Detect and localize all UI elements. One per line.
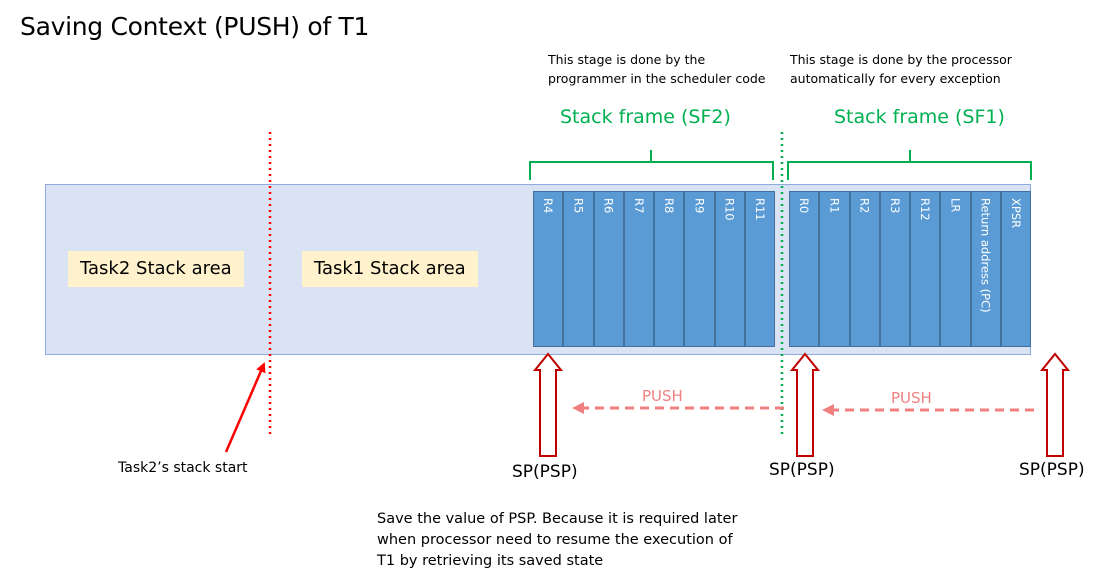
register-cell: R10 <box>714 191 745 347</box>
register-cell: R8 <box>654 191 685 347</box>
register-label: R2 <box>857 198 872 214</box>
register-cell: R5 <box>563 191 594 347</box>
register-label: R1 <box>827 198 842 214</box>
register-label: R11 <box>752 198 767 221</box>
psp-save-note-line: T1 by retrieving its saved state <box>377 553 604 569</box>
sp-arrow-icon <box>532 352 564 457</box>
psp-save-note-line: when processor need to resume the execut… <box>377 532 733 548</box>
psp-save-note: Save the value of PSP. Because it is req… <box>377 509 737 572</box>
sp-psp-label: SP(PSP) <box>769 460 835 480</box>
register-label: R12 <box>918 198 933 221</box>
task1-stack-area-label: Task1 Stack area <box>302 251 478 287</box>
register-cell: R7 <box>623 191 654 347</box>
register-cell: R2 <box>849 191 880 347</box>
register-label: R3 <box>887 198 902 214</box>
task2-stack-start-arrow <box>224 362 266 453</box>
processor-stage-note-line: automatically for every exception <box>790 71 1001 86</box>
register-cell: XPSR <box>1000 191 1031 347</box>
sp-arrow-icon <box>1039 352 1071 457</box>
register-cell: LR <box>940 191 971 347</box>
task2-stack-area-label: Task2 Stack area <box>68 251 244 287</box>
stack-frame-sf1-label: Stack frame (SF1) <box>834 106 1005 128</box>
register-label: R7 <box>631 198 646 214</box>
stack-frame-sf1-brace <box>787 150 1032 180</box>
register-cell: R0 <box>789 191 820 347</box>
page-title: Saving Context (PUSH) of T1 <box>20 12 370 41</box>
task2-stack-start-label: Task2’s stack start <box>118 460 248 476</box>
register-cell: R12 <box>910 191 941 347</box>
register-label: LR <box>948 198 963 213</box>
register-label: R8 <box>662 198 677 214</box>
sp-arrow-icon <box>789 352 821 457</box>
register-cell: R3 <box>879 191 910 347</box>
register-label: Return address (PC) <box>978 198 993 313</box>
register-label: R6 <box>601 198 616 214</box>
register-label: R10 <box>722 198 737 221</box>
programmer-stage-note-line: This stage is done by the <box>548 52 706 67</box>
push-label: PUSH <box>642 387 683 405</box>
programmer-stage-note: This stage is done by the programmer in … <box>548 50 765 88</box>
processor-stage-note-line: This stage is done by the processor <box>790 52 1012 67</box>
register-cell: R11 <box>744 191 775 347</box>
register-label: R4 <box>541 198 556 214</box>
register-label: R9 <box>692 198 707 214</box>
register-label: XPSR <box>1008 198 1023 229</box>
psp-save-note-line: Save the value of PSP. Because it is req… <box>377 511 738 527</box>
sp-psp-label: SP(PSP) <box>1019 460 1085 480</box>
programmer-stage-note-line: programmer in the scheduler code <box>548 71 766 86</box>
register-label: R0 <box>797 198 812 214</box>
stack-frame-sf2-label: Stack frame (SF2) <box>560 106 731 128</box>
register-cell: R1 <box>819 191 850 347</box>
stack-frame-sf2-brace <box>529 150 774 180</box>
register-cell: R9 <box>684 191 715 347</box>
sp-psp-label: SP(PSP) <box>512 462 578 482</box>
processor-stage-note: This stage is done by the processor auto… <box>790 50 1012 88</box>
register-cell: Return address (PC) <box>970 191 1001 347</box>
push-label: PUSH <box>891 389 932 407</box>
register-label: R5 <box>571 198 586 214</box>
register-cell: R6 <box>593 191 624 347</box>
register-cell: R4 <box>533 191 564 347</box>
